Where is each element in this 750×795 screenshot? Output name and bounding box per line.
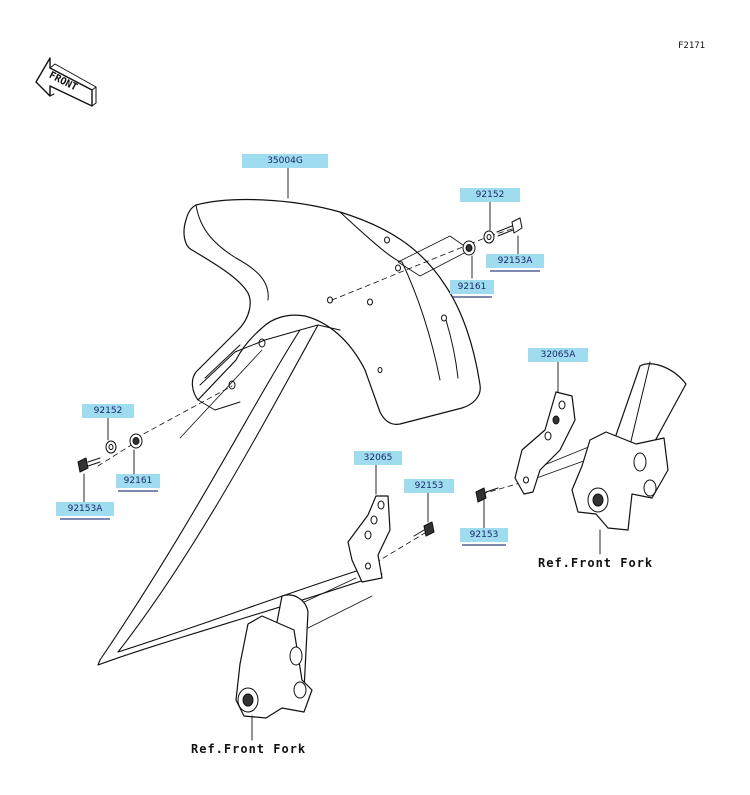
part-label-92161-left[interactable]: 92161 bbox=[116, 474, 160, 488]
part-label-92153a-left[interactable]: 92153A bbox=[56, 502, 114, 516]
top-hardware bbox=[462, 217, 523, 256]
front-fender bbox=[183, 198, 481, 425]
figure-code: F2171 bbox=[678, 41, 706, 51]
front-fork-left bbox=[235, 594, 313, 719]
front-arrow-icon bbox=[35, 57, 97, 107]
center-bolt bbox=[413, 521, 435, 537]
part-label-92153-right[interactable]: 92153 bbox=[460, 528, 508, 542]
front-fork-right bbox=[571, 361, 687, 531]
ref-front-fork-left: Ref.Front Fork bbox=[191, 742, 307, 756]
label-underline bbox=[462, 544, 506, 546]
label-underline bbox=[60, 518, 110, 520]
bracket-center bbox=[347, 495, 391, 583]
part-label-35004g[interactable]: 35004G bbox=[242, 154, 328, 168]
fender-tail bbox=[97, 324, 383, 666]
ref-front-fork-right: Ref.Front Fork bbox=[538, 556, 654, 570]
label-underline bbox=[118, 490, 158, 492]
left-hardware bbox=[77, 433, 143, 473]
bracket-right bbox=[514, 391, 576, 495]
part-label-92152-top[interactable]: 92152 bbox=[460, 188, 520, 202]
part-label-92152-left[interactable]: 92152 bbox=[82, 404, 134, 418]
label-underline bbox=[452, 296, 492, 298]
label-underline bbox=[490, 270, 540, 272]
part-label-92161-top[interactable]: 92161 bbox=[450, 280, 494, 294]
part-label-92153-center[interactable]: 92153 bbox=[404, 479, 454, 493]
right-bolt bbox=[475, 487, 499, 503]
part-label-92153a-top[interactable]: 92153A bbox=[486, 254, 544, 268]
part-label-32065[interactable]: 32065 bbox=[354, 451, 402, 465]
part-label-32065a[interactable]: 32065A bbox=[528, 348, 588, 362]
